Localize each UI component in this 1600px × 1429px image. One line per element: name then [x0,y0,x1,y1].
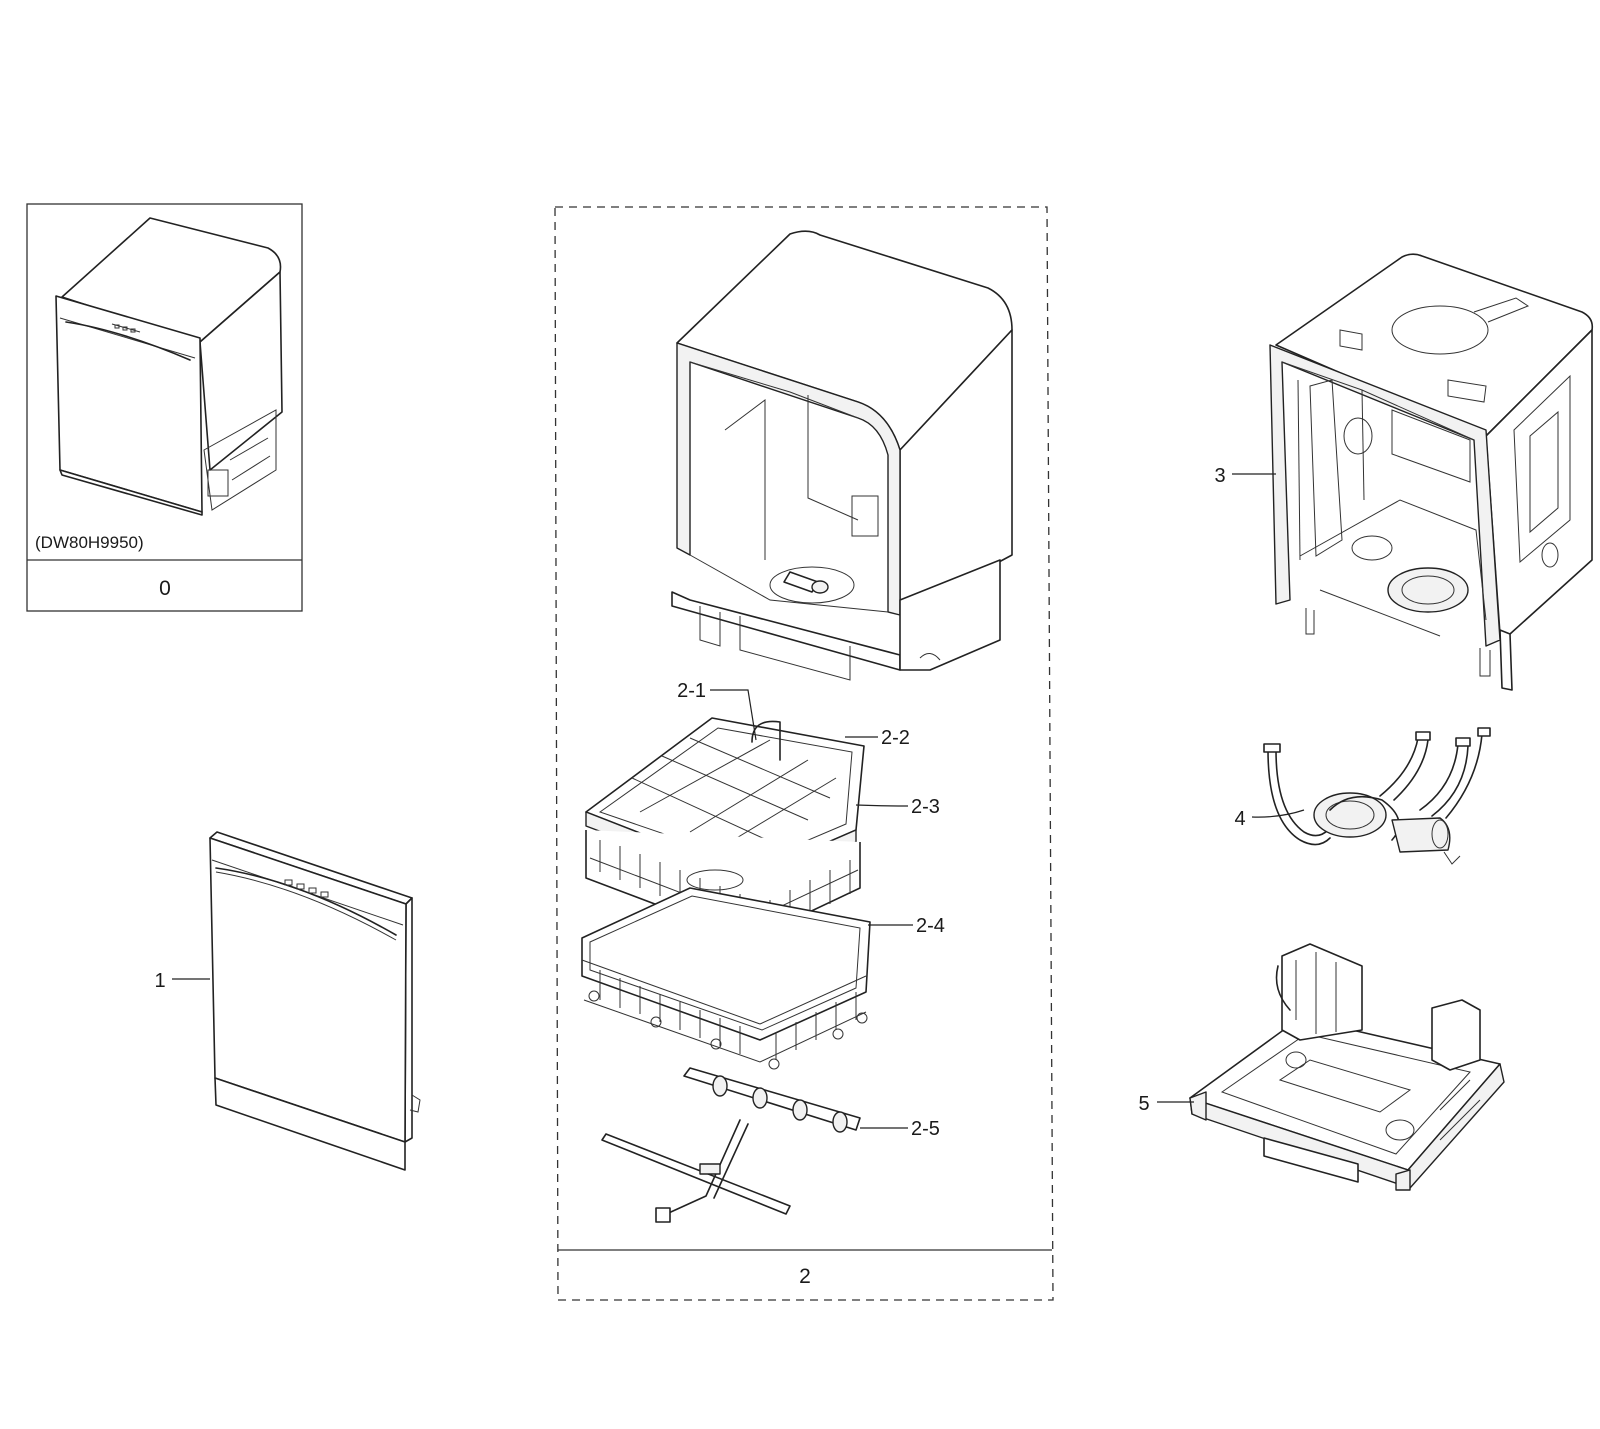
tub-group-number: 2 [799,1265,811,1288]
door-callout: 1 [154,970,165,992]
tub-callout: 3 [1214,465,1225,487]
callout-2-5: 2-5 [911,1118,940,1140]
dishwasher-assembly-icon [55,217,283,516]
base-callout: 5 [1138,1093,1149,1115]
spray-arm-icon [601,1067,861,1223]
hose-callout: 4 [1234,808,1245,830]
assembly-box: (DW80H9950) 0 [26,203,303,612]
tub-group-box: 2 [554,206,1054,1301]
rack-icon [581,717,871,1070]
tub-part: 3 [1214,253,1594,691]
base-part: 5 [1138,943,1505,1191]
assembly-group-number: 0 [159,577,171,600]
outer-case-icon [671,230,1013,681]
callout-2-3: 2-3 [911,796,940,818]
hose-icon [1263,727,1491,865]
model-label: (DW80H9950) [35,533,144,552]
inner-tub-icon [1269,253,1594,691]
door-icon [209,831,421,1171]
hose-part: 4 [1234,727,1491,865]
base-icon [1189,943,1505,1191]
door-part: 1 [154,831,421,1171]
callout-2-2: 2-2 [881,727,910,749]
callout-2-1: 2-1 [677,680,706,702]
callout-2-4: 2-4 [916,915,945,937]
